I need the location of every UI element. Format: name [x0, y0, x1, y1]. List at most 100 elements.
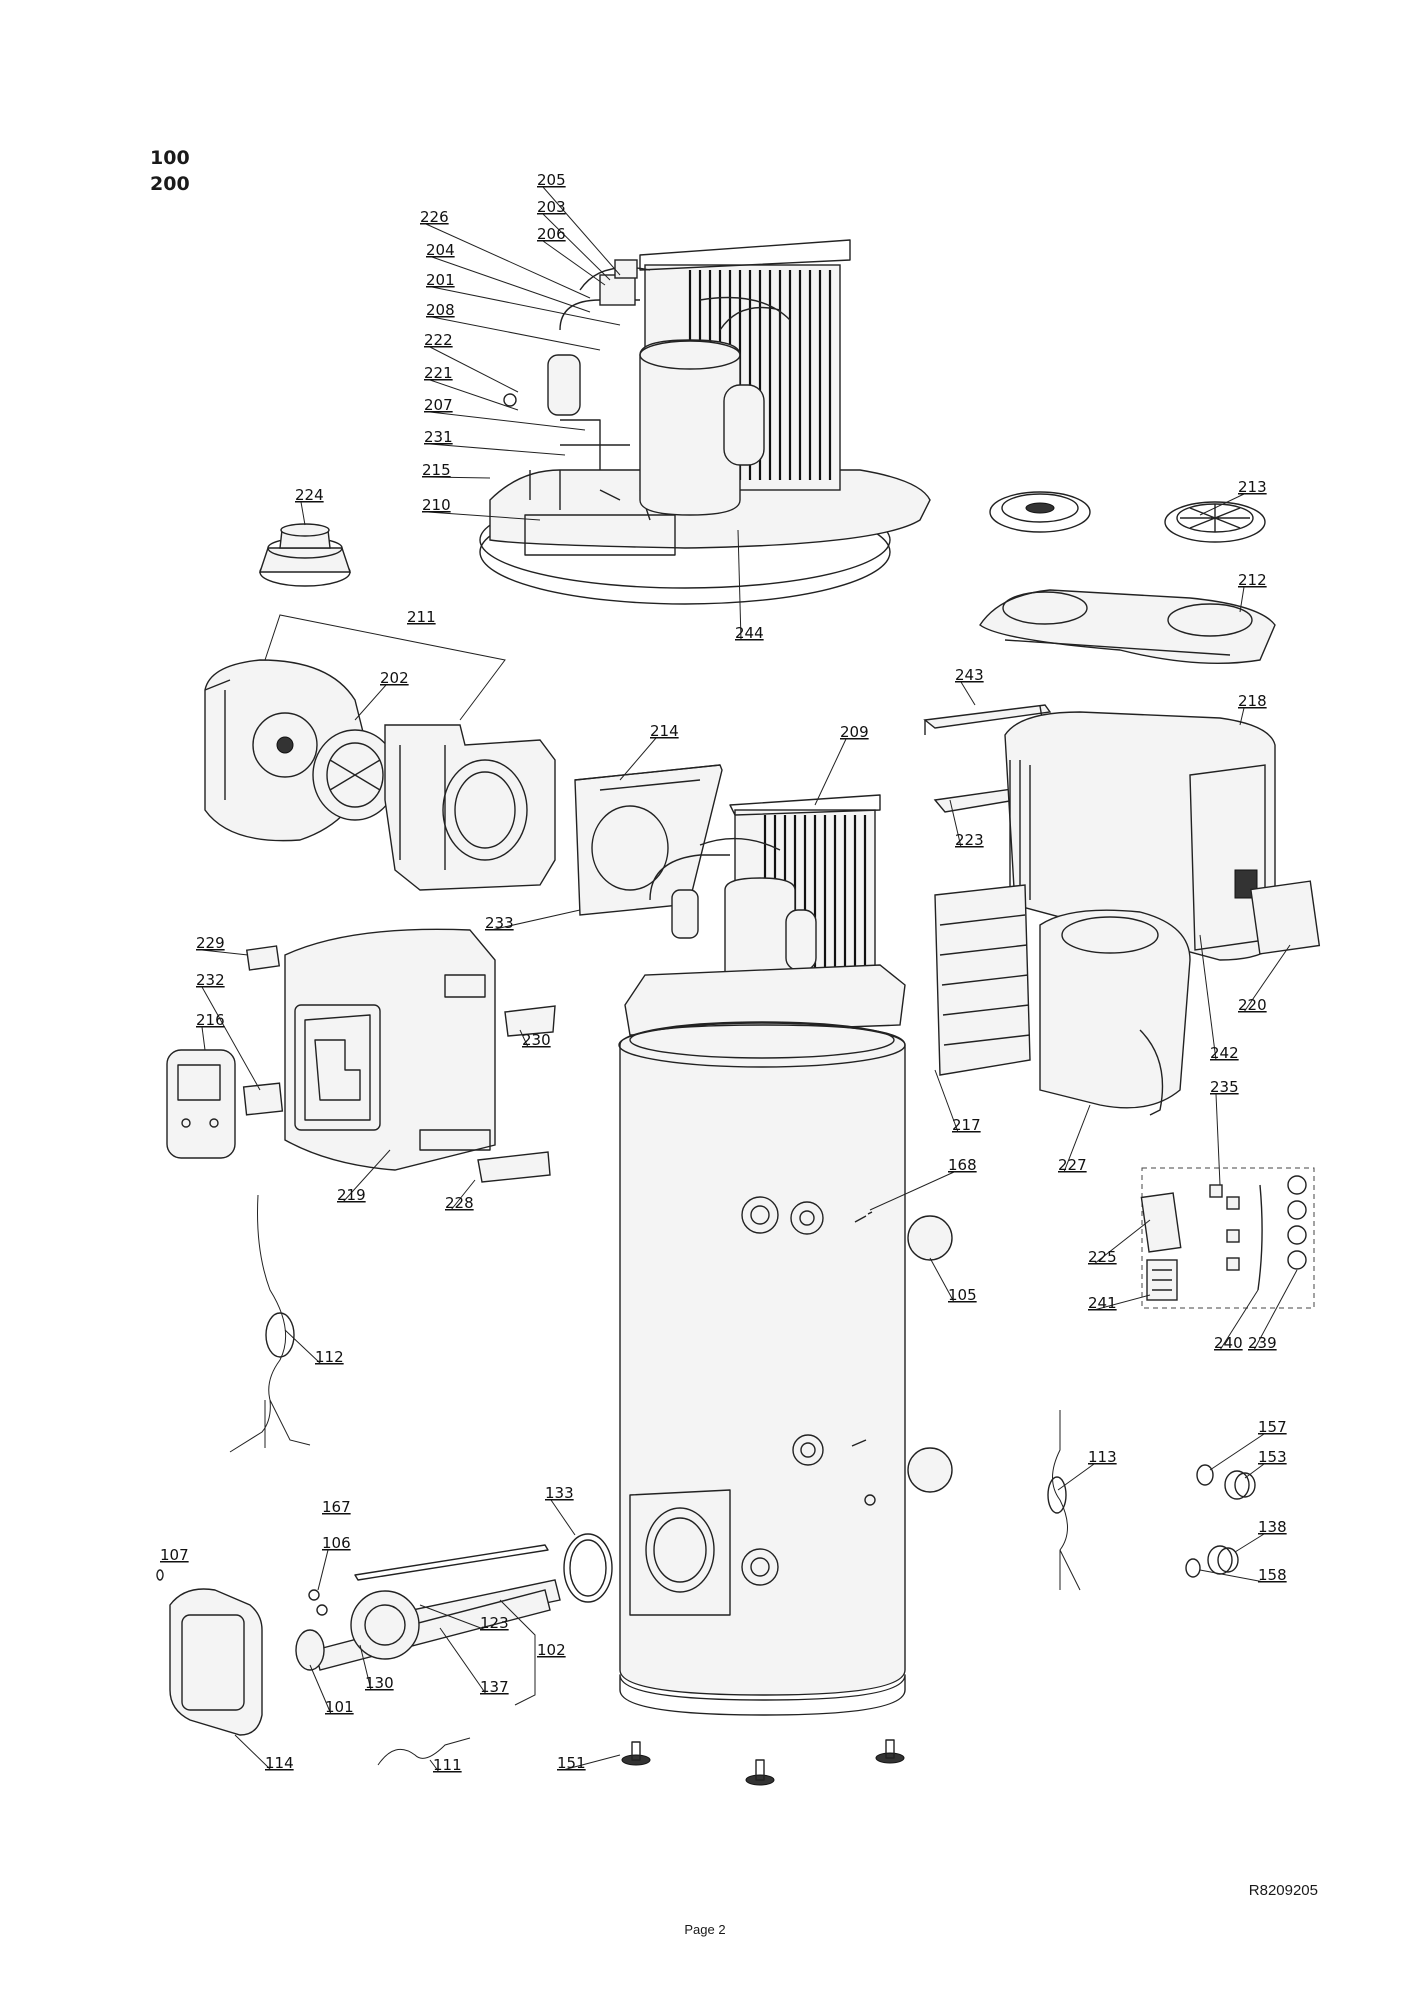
- callout-leader: [354, 684, 387, 721]
- callout-number: 239: [1248, 1334, 1277, 1352]
- callout-number: 233: [485, 914, 514, 932]
- callout-leader: [814, 738, 847, 806]
- callout-232: 232: [196, 971, 261, 1091]
- callout-212: 212: [1238, 571, 1267, 613]
- callout-leader: [1239, 707, 1245, 726]
- callout-229: 229: [196, 934, 249, 956]
- callout-217: 217: [934, 1069, 981, 1134]
- part-112-cable: [229, 1194, 311, 1453]
- callout-number: 209: [840, 723, 869, 741]
- callout-leader: [284, 1329, 322, 1365]
- callout-number: 214: [650, 722, 679, 740]
- callout-leader: [1063, 1104, 1091, 1173]
- callout-number: 244: [735, 624, 764, 642]
- part-211-fan-housing: [204, 614, 556, 891]
- callout-leader: [1243, 944, 1291, 1013]
- callout-number: 243: [955, 666, 984, 684]
- immersion-heater-group: [295, 1533, 613, 1706]
- callout-number: 158: [1258, 1566, 1287, 1584]
- callout-number: 208: [426, 301, 455, 319]
- callout-number: 218: [1238, 692, 1267, 710]
- callout-leader: [309, 1664, 332, 1715]
- callout-leader: [425, 223, 591, 299]
- callout-leader: [1239, 586, 1245, 613]
- part-168-sensor: [851, 1439, 867, 1447]
- callout-number: 229: [196, 934, 225, 952]
- part-111-cable: [377, 1737, 471, 1766]
- callout-218: 218: [1238, 692, 1267, 726]
- part-230-plate: [504, 1005, 556, 1037]
- callout-leader: [542, 240, 606, 286]
- callout-leader: [429, 346, 519, 393]
- callout-leader: [1244, 1463, 1265, 1479]
- callout-number: 240: [1214, 1334, 1243, 1352]
- callout-number: 107: [160, 1546, 189, 1564]
- callout-leader: [342, 1149, 391, 1203]
- callout-number: 137: [480, 1678, 509, 1696]
- callout-107: 107: [160, 1546, 189, 1564]
- callout-111: 111: [429, 1756, 462, 1774]
- part-113-cable: [1052, 1410, 1081, 1591]
- callout-210: 210: [422, 496, 541, 521]
- callout-106: 106: [317, 1534, 351, 1591]
- callout-number: 123: [480, 1614, 509, 1632]
- fittings-157-153-138-158: [1185, 1464, 1256, 1578]
- callout-leader: [427, 476, 491, 479]
- callout-number: 235: [1210, 1078, 1239, 1096]
- callout-leader: [431, 286, 621, 326]
- callout-leader: [429, 443, 566, 456]
- callout-130: 130: [359, 1644, 394, 1692]
- part-112-loop: [265, 1312, 295, 1358]
- callout-206: 206: [537, 225, 606, 286]
- callout-leader: [359, 1644, 372, 1691]
- callout-number: 112: [315, 1348, 344, 1366]
- callout-204: 204: [426, 241, 591, 313]
- callout-102: 102: [537, 1641, 566, 1659]
- callout-leader: [1199, 934, 1217, 1061]
- part-219-front-panel: [284, 928, 496, 1171]
- callout-number: 225: [1088, 1248, 1117, 1266]
- model-code: 100: [150, 147, 190, 169]
- callout-number: 212: [1238, 571, 1267, 589]
- callout-leader: [317, 1549, 329, 1591]
- page-number: Page 2: [684, 1922, 726, 1937]
- callout-leader: [550, 1499, 576, 1536]
- callout-number: 167: [322, 1498, 351, 1516]
- part-107: [156, 1569, 164, 1581]
- part-114-cover: [169, 1588, 263, 1736]
- part-224-cap: [259, 523, 351, 587]
- callout-number: 153: [1258, 1448, 1287, 1466]
- callout-leader: [300, 501, 306, 526]
- callout-243: 243: [955, 666, 984, 706]
- callout-number: 202: [380, 669, 409, 687]
- callout-leader: [490, 909, 581, 931]
- callout-leader: [542, 213, 611, 281]
- callout-number: 221: [424, 364, 453, 382]
- callout-number: 205: [537, 171, 566, 189]
- part-213-grilles: [989, 491, 1266, 543]
- callout-number: 228: [445, 1194, 474, 1212]
- model-codes: 100 200: [150, 145, 190, 197]
- callout-number: 207: [424, 396, 453, 414]
- callout-leader: [419, 1604, 487, 1631]
- callout-number: 224: [295, 486, 324, 504]
- part-220-panel: [1250, 880, 1321, 955]
- callout-number: 151: [557, 1754, 586, 1772]
- callout-235: 235: [1210, 1078, 1239, 1186]
- callout-leader: [519, 1029, 529, 1048]
- callout-231: 231: [424, 428, 566, 456]
- callout-233: 233: [485, 909, 581, 932]
- callout-leader: [1093, 1294, 1151, 1311]
- callout-leader: [869, 1171, 955, 1211]
- callout-leader: [1234, 1533, 1265, 1553]
- callout-number: 206: [537, 225, 566, 243]
- callout-leader: [431, 256, 591, 313]
- callout-215: 215: [422, 461, 491, 479]
- part-228-plate: [477, 1151, 551, 1183]
- callout-number: 226: [420, 208, 449, 226]
- callout-number: 222: [424, 331, 453, 349]
- electronics-group: [1140, 1167, 1315, 1309]
- callout-leader: [439, 1627, 487, 1695]
- callout-number: 113: [1088, 1448, 1117, 1466]
